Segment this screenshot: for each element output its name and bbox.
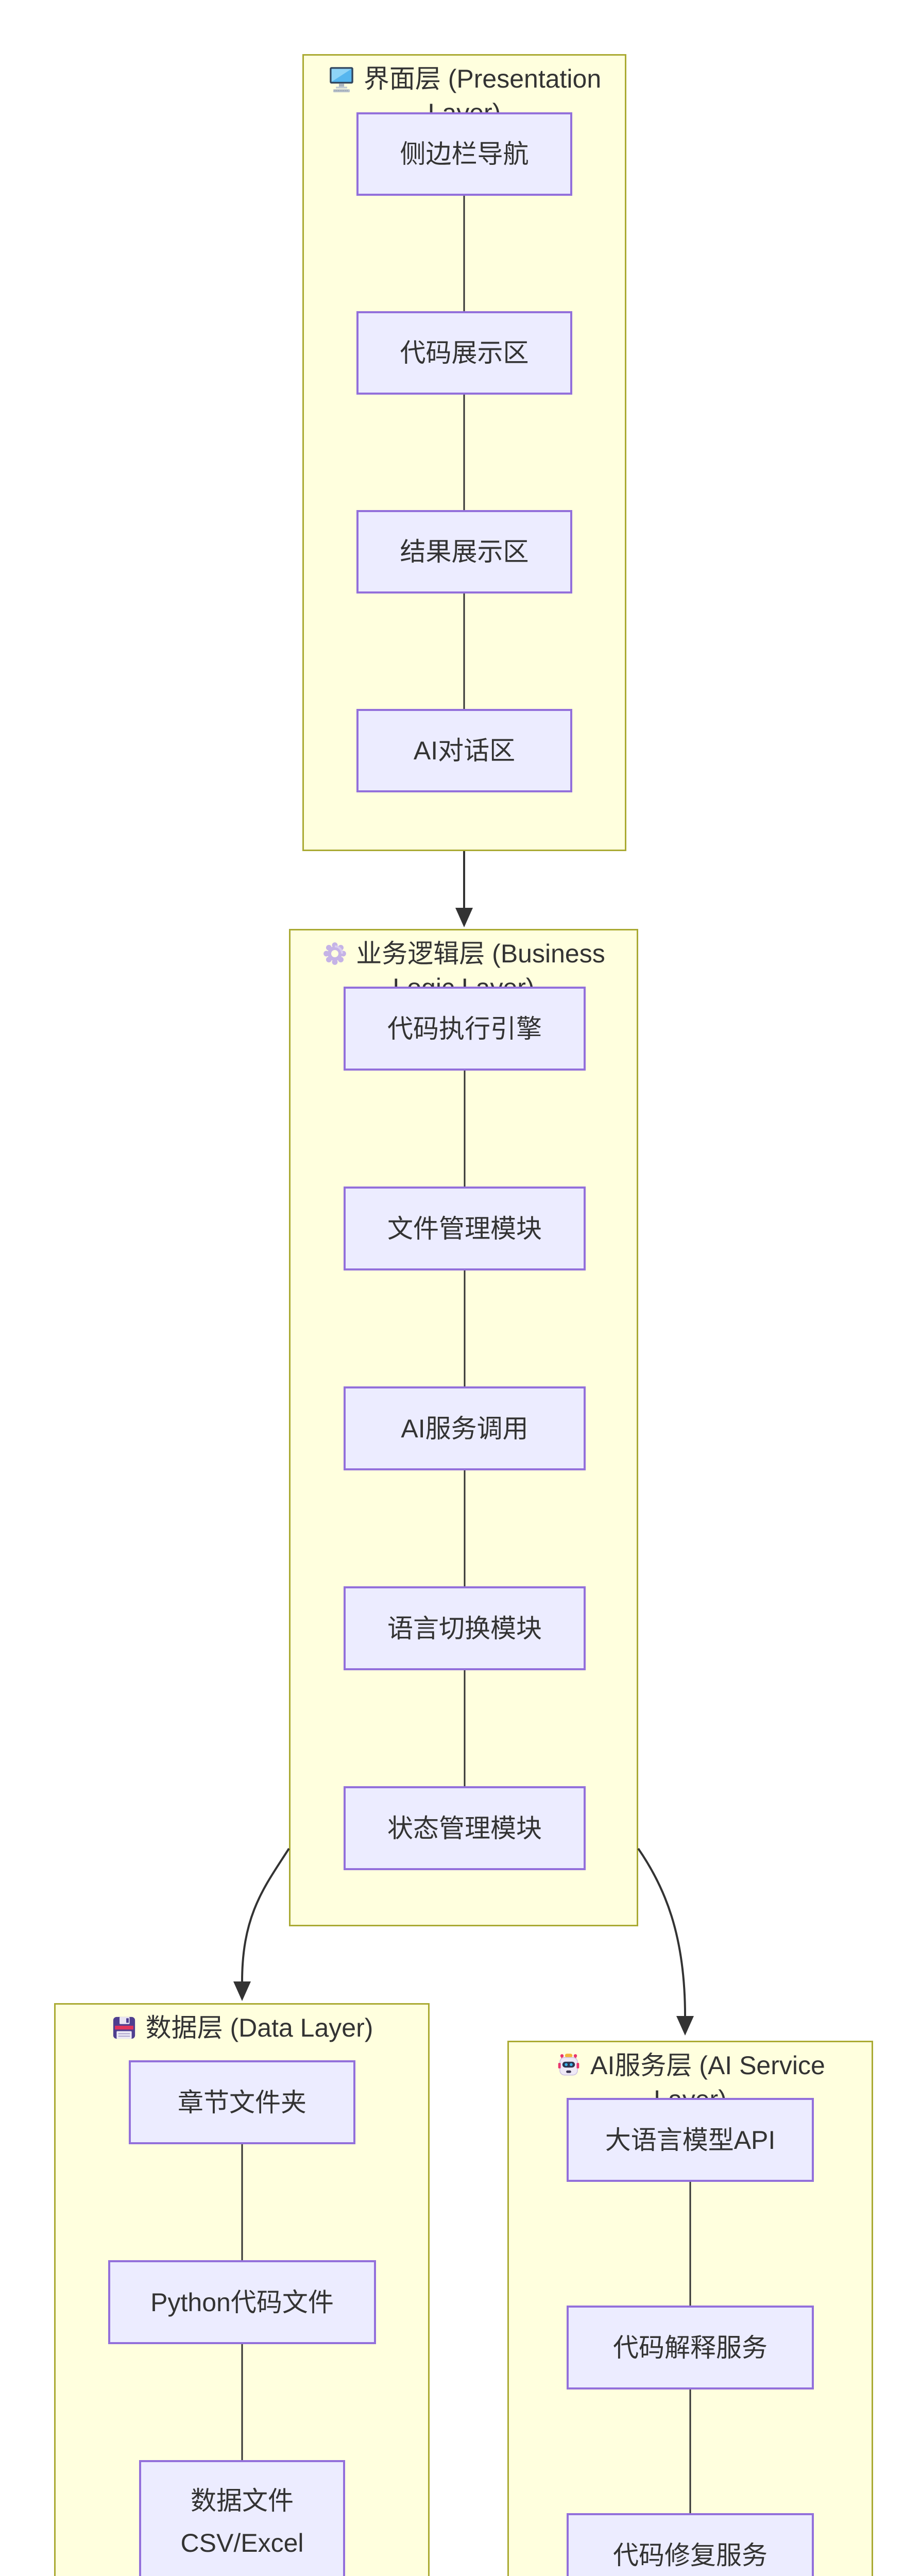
node-code-explain-service-label: 代码解释服务 (613, 2333, 768, 2362)
node-data-file: 数据文件 CSV/Excel (139, 2460, 345, 2576)
node-file-management: 文件管理模块 (344, 1187, 586, 1270)
node-ai-chat: AI对话区 (356, 709, 572, 792)
node-file-management-label: 文件管理模块 (387, 1214, 542, 1243)
node-llm-api: 大语言模型API (567, 2098, 814, 2182)
node-language-switch: 语言切换模块 (344, 1586, 586, 1670)
node-code-fix-service-label: 代码修复服务 (613, 2540, 768, 2570)
arrowhead-presentation-to-business (455, 908, 473, 927)
node-python-code-file-label: Python代码文件 (150, 2287, 334, 2317)
node-code-display-label: 代码展示区 (400, 338, 529, 367)
node-state-management-label: 状态管理模块 (387, 1814, 542, 1843)
cluster-presentation-title-line1: 界面层 (Presentation (363, 64, 602, 93)
node-data-file-label-line2: CSV/Excel (180, 2529, 304, 2557)
node-code-fix-service: 代码修复服务 (567, 2513, 814, 2576)
node-python-code-file: Python代码文件 (108, 2260, 376, 2344)
node-sidebar-nav: 侧边栏导航 (356, 112, 572, 196)
arrow-business-to-data (241, 1848, 290, 1982)
arrowhead-business-to-ai-service (676, 2016, 694, 2036)
node-code-exec-engine-label: 代码执行引擎 (387, 1014, 542, 1043)
node-result-display-label: 结果展示区 (400, 537, 529, 566)
cluster-data-title-line1: 数据层 (Data Layer) (145, 2013, 373, 2042)
cluster-business-title-line1: 业务逻辑层 (Business (356, 939, 605, 968)
node-sidebar-nav-label: 侧边栏导航 (400, 140, 529, 168)
cluster-ai-service-title-line1: AI服务层 (AI Service (590, 2051, 825, 2080)
node-state-management: 状态管理模块 (344, 1786, 586, 1870)
node-language-switch-label: 语言切换模块 (387, 1614, 542, 1643)
desktop-computer-icon (330, 67, 353, 93)
gear-icon (323, 942, 347, 965)
node-ai-service-call: AI服务调用 (344, 1386, 586, 1470)
floppy-disk-icon (113, 2016, 135, 2039)
node-code-exec-engine: 代码执行引擎 (344, 987, 586, 1071)
cluster-data-title: 数据层 (Data Layer) (56, 2011, 428, 2045)
node-code-display: 代码展示区 (356, 311, 572, 395)
node-chapter-folder-label: 章节文件夹 (178, 2088, 306, 2117)
node-data-file-label-line1: 数据文件 (191, 2486, 294, 2515)
robot-icon (558, 2054, 579, 2076)
node-llm-api-label: 大语言模型API (605, 2125, 776, 2155)
node-code-explain-service: 代码解释服务 (567, 2306, 814, 2389)
node-result-display: 结果展示区 (356, 510, 572, 594)
node-ai-chat-label: AI对话区 (413, 736, 516, 765)
arrowhead-business-to-data (233, 1981, 251, 2001)
node-ai-service-call-label: AI服务调用 (401, 1414, 528, 1443)
arrow-business-to-ai-service (637, 1848, 686, 2016)
node-chapter-folder: 章节文件夹 (129, 2060, 355, 2144)
